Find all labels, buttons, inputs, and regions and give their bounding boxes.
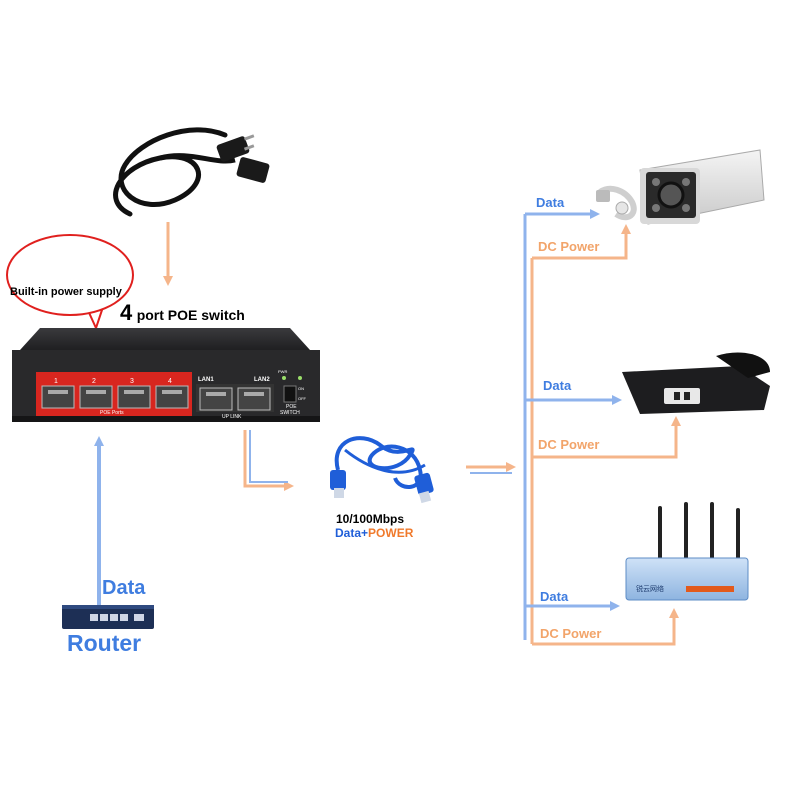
lan1-label: LAN1: [198, 377, 214, 383]
power-cord-icon: [113, 127, 270, 217]
switch-title-number: 4: [120, 300, 133, 325]
router-data-label: Data: [102, 577, 146, 599]
ethernet-cable-icon: [330, 436, 434, 504]
uplink-label: UP LINK: [222, 414, 242, 420]
lan2-label: LAN2: [254, 377, 270, 383]
port-label-1: 1: [54, 378, 58, 385]
phone-data-label: Data: [543, 378, 572, 393]
wireless-ap-icon: [625, 502, 749, 601]
camera-power-arrow: [532, 224, 631, 260]
port-label-2: 2: [92, 378, 96, 385]
cable-speed-label: 10/100Mbps: [336, 512, 405, 526]
port-label-4: 4: [168, 378, 172, 385]
phone-power-label: DC Power: [538, 437, 600, 452]
switch-to-cable-arrow: [243, 430, 294, 491]
camera-power-label: DC Power: [538, 239, 600, 254]
cable-plus: +: [361, 526, 369, 540]
poe-switch-label-2: SWITCH: [280, 410, 300, 416]
on-label: ON: [298, 386, 304, 391]
phone-power-arrow: [532, 416, 681, 459]
power-supply-label: Built-in power supply: [10, 286, 122, 298]
router-icon: [62, 605, 154, 629]
poe-switch-label-1: POE: [286, 404, 297, 410]
router-label: Router: [67, 630, 142, 656]
camera-data-label: Data: [536, 195, 565, 210]
ap-brand-label: 锐云网络: [636, 586, 664, 593]
cable-power-word: POWER: [368, 526, 414, 540]
switch-title-text: port POE switch: [136, 307, 245, 323]
ap-power-arrow: [532, 608, 679, 646]
power-supply-bubble: [6, 234, 134, 316]
pwr-label: PWR: [278, 369, 287, 374]
ap-power-label: DC Power: [540, 626, 602, 641]
ip-phone-icon: [622, 352, 770, 414]
switch-title: 4 port POE switch: [120, 300, 245, 326]
off-label: OFF: [298, 396, 307, 401]
ap-data-label: Data: [540, 589, 569, 604]
poe-ports-label: POE Ports: [100, 410, 124, 416]
port-label-3: 3: [130, 378, 134, 385]
ip-camera-icon: [596, 149, 765, 225]
cable-data-power-label: Data+POWER: [335, 526, 413, 540]
cable-data-word: Data: [335, 526, 362, 540]
poe-switch-icon: [12, 328, 320, 422]
